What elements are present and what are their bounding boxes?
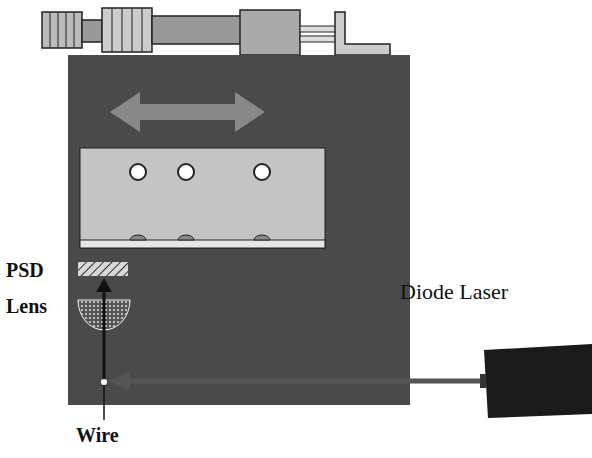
part-label: Lens — [2, 294, 51, 318]
screw-holes — [130, 164, 270, 180]
part-label: Wire — [76, 424, 119, 446]
part-label: PSD — [2, 258, 48, 282]
laser-arrowhead — [108, 372, 130, 390]
reflected-beam — [103, 288, 106, 381]
wire-symbol — [101, 379, 107, 385]
mount-plate-edge — [80, 240, 325, 248]
screw-ends — [130, 235, 270, 240]
micrometer — [42, 8, 390, 55]
laser-beam — [120, 379, 484, 384]
wire-leader — [103, 385, 105, 420]
beam-arrowhead — [96, 278, 112, 292]
stage-housing — [68, 55, 410, 405]
mount-plate — [80, 148, 325, 248]
part-label: Diode Laser — [400, 280, 508, 304]
motion-arrow — [110, 92, 265, 132]
laser-aperture — [480, 374, 486, 388]
diode-laser-body — [484, 344, 592, 418]
psd-element — [78, 262, 128, 276]
